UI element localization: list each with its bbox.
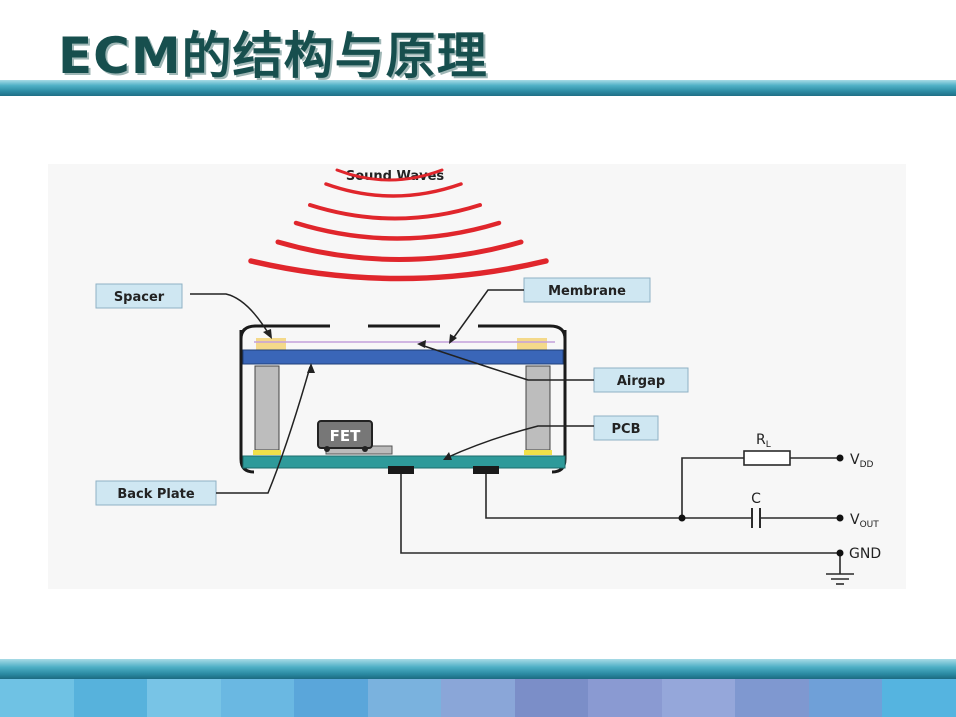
terminal-right <box>473 466 499 474</box>
back-plate-leader <box>216 366 311 494</box>
gnd-terminal <box>836 549 844 557</box>
vdd-label: VDD <box>850 452 874 470</box>
footer-strip-segment <box>367 679 442 717</box>
airgap-label-box <box>593 367 689 393</box>
capacitor-label: C <box>751 491 761 507</box>
vout-label-main: V <box>850 512 860 528</box>
resistor-label-sub: L <box>766 440 771 450</box>
pcb-label: PCB <box>612 422 641 437</box>
capsule-top-left <box>239 324 330 340</box>
vout-label: VOUT <box>850 512 879 530</box>
vout-label-sub: OUT <box>860 520 880 530</box>
circuit-wires <box>400 457 854 585</box>
pillar-left <box>254 365 280 451</box>
footer-strip-segment <box>882 679 956 717</box>
footer-strip-segment <box>735 679 809 717</box>
sound-wave-3 <box>308 203 482 221</box>
footer-strip-segment <box>0 679 74 717</box>
resistor <box>743 450 791 466</box>
sound-wave-4 <box>293 220 502 241</box>
capsule-top-right <box>478 324 567 340</box>
airgap-arrowhead <box>417 340 426 348</box>
pcb-arrowhead <box>443 452 452 460</box>
ecm-diagram: Sound Waves FET <box>48 164 906 589</box>
sound-waves-label: Sound Waves <box>346 169 445 184</box>
spacer-leader <box>190 293 271 337</box>
back-plate-label-box <box>95 480 217 506</box>
airgap-label: Airgap <box>617 374 665 389</box>
wire-node-up <box>681 457 744 518</box>
footer-strip-segment <box>588 679 662 717</box>
sound-wave-5 <box>275 239 524 262</box>
sound-wave-1 <box>335 168 444 182</box>
fet-chip <box>317 420 373 449</box>
spacer-label-box <box>95 283 183 309</box>
pillar-right-foot <box>524 450 552 455</box>
back-plate-label: Back Plate <box>117 487 195 502</box>
fet-pin-right <box>362 446 368 452</box>
leader-arrowheads <box>263 329 457 460</box>
footer-strip-segment <box>73 679 148 717</box>
membrane-label: Membrane <box>548 284 626 299</box>
footer-strip-segment <box>808 679 883 717</box>
terminal-left <box>388 466 414 474</box>
resistor-label: RL <box>756 432 771 450</box>
title-underline-bar <box>0 80 956 96</box>
footer-strip-segment <box>294 679 368 717</box>
pillar-left-foot <box>253 450 281 455</box>
junction-dot <box>678 514 686 522</box>
membrane-arrowhead <box>449 334 457 344</box>
footer-strip-segment <box>220 679 295 717</box>
footer-strip-segment <box>514 679 589 717</box>
back-plate-arrowhead <box>307 363 315 373</box>
resistor-label-main: R <box>756 432 766 448</box>
gnd-label: GND <box>849 546 881 562</box>
leader-lines <box>190 289 594 494</box>
membrane-leader <box>451 289 524 341</box>
pcb-leader <box>445 425 594 459</box>
wire-vout <box>485 474 751 519</box>
wire-gnd <box>400 474 840 554</box>
back-plate <box>242 349 564 365</box>
slide-title: ECM的结构与原理 <box>58 27 488 85</box>
sound-wave-6 <box>248 258 549 282</box>
airgap-leader <box>420 344 594 381</box>
footer-strip-segment <box>147 679 221 717</box>
fet-label: FET <box>330 427 361 445</box>
vdd-label-main: V <box>850 452 860 468</box>
footer-strip-segment <box>441 679 515 717</box>
footer-strip-segment <box>661 679 736 717</box>
pillar-right <box>525 365 551 451</box>
vout-terminal <box>836 514 844 522</box>
vdd-label-sub: DD <box>860 460 874 470</box>
sound-waves <box>248 168 549 282</box>
pcb-label-box <box>593 415 659 441</box>
spacer-label: Spacer <box>114 290 165 305</box>
sound-wave-2 <box>324 182 463 198</box>
footer-bar <box>0 659 956 679</box>
footer-strip <box>0 679 956 717</box>
fet-pin-left <box>324 446 330 452</box>
spacer-arrowhead <box>263 329 272 339</box>
vdd-terminal <box>836 454 844 462</box>
membrane-label-box <box>523 277 651 303</box>
